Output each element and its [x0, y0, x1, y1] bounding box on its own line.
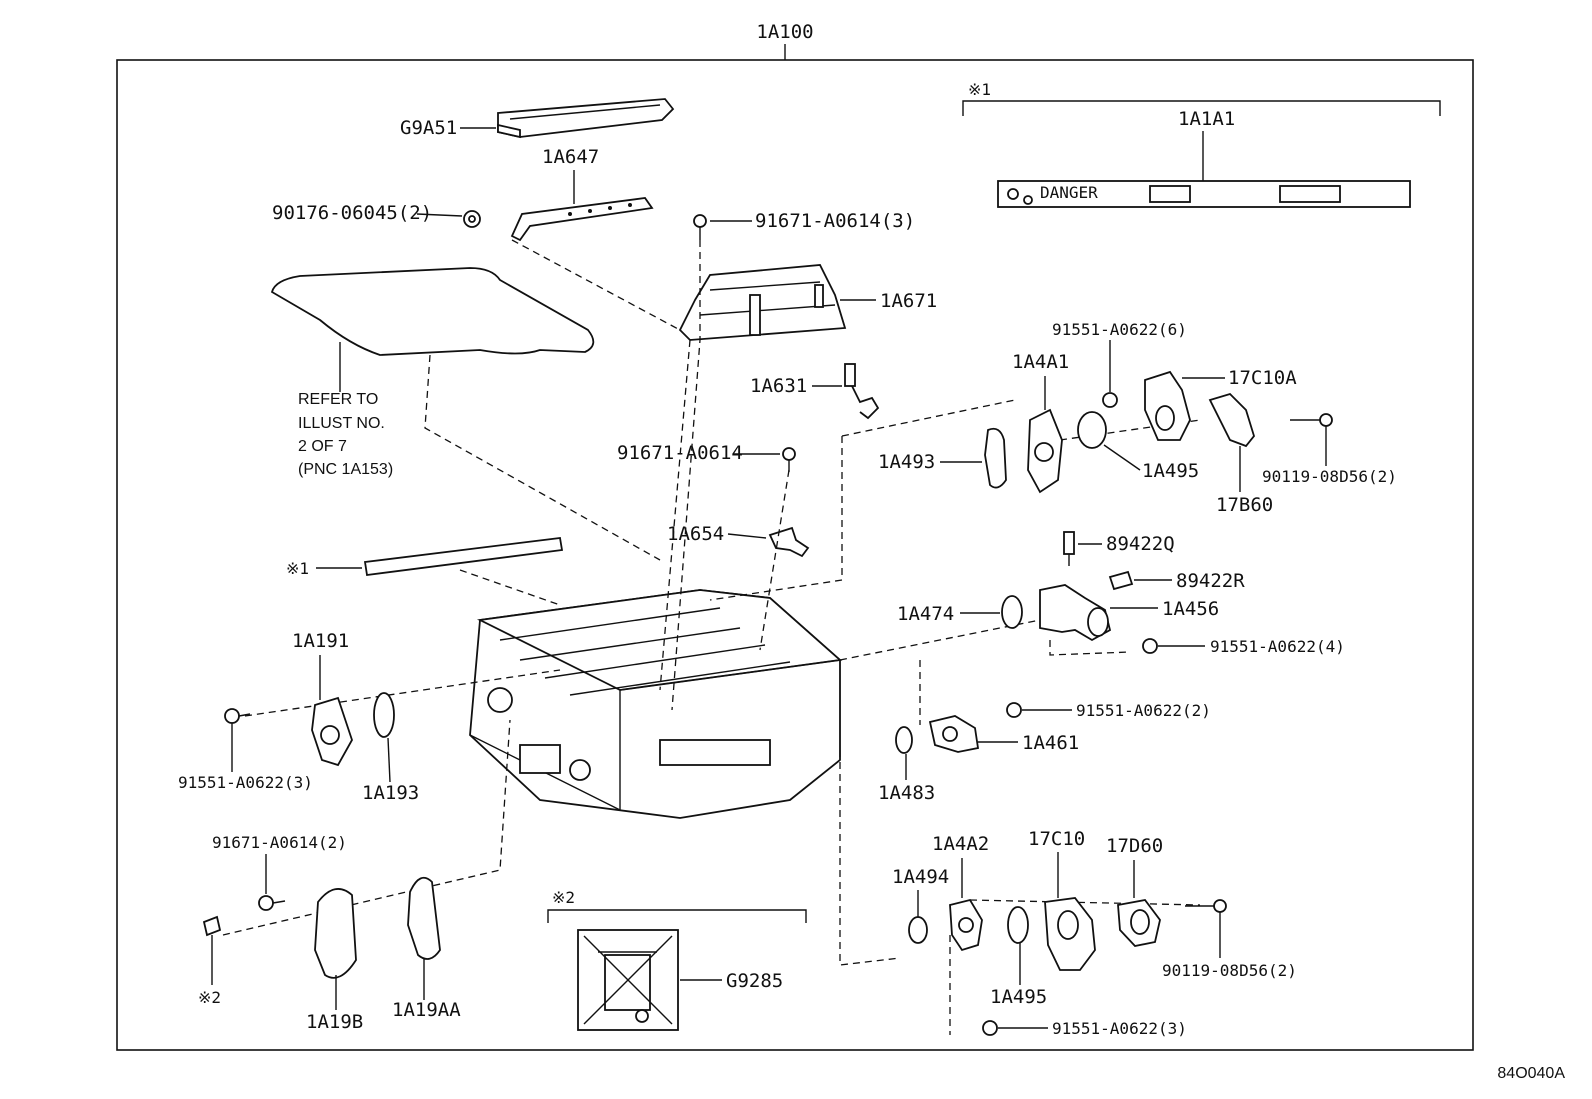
1a19aa-label[interactable]: 1A19AA: [392, 999, 461, 1021]
17c10a-thermostat-part: [1144, 370, 1191, 441]
1a631-label[interactable]: 1A631: [750, 375, 807, 397]
17c10-label[interactable]: 17C10: [1028, 828, 1085, 850]
1a193-label[interactable]: 1A193: [362, 782, 419, 804]
1a456-label[interactable]: 1A456: [1162, 598, 1219, 620]
g9a51-cover-part: [497, 98, 675, 139]
1a461-pipe-part: [928, 715, 980, 753]
1a495-top-oring-part: [1077, 411, 1107, 449]
91551-bolt-3-bottom-label[interactable]: 91551-A0622(3): [1052, 1019, 1187, 1038]
1a493-label[interactable]: 1A493: [878, 451, 935, 473]
91671-bolt-mid-part: [782, 447, 796, 472]
91671-bolt-bottom-part: [258, 895, 286, 911]
17d60-label[interactable]: 17D60: [1106, 835, 1163, 857]
91671-bolt-3-label[interactable]: 91671-A0614(3): [755, 210, 915, 232]
17c10a-label[interactable]: 17C10A: [1228, 367, 1297, 389]
1a494-label[interactable]: 1A494: [892, 866, 949, 888]
90119-bolt-bottom-label[interactable]: 90119-08D56(2): [1162, 961, 1297, 980]
91671-bolt-2-label[interactable]: 91671-A0614(2): [212, 833, 347, 852]
89422q-label[interactable]: 89422Q: [1106, 533, 1175, 555]
1a191-label[interactable]: 1A191: [292, 630, 349, 652]
1a647-label[interactable]: 1A647: [542, 146, 599, 168]
90119-bolt-top-part: [1290, 413, 1333, 427]
1a4a1-label[interactable]: 1A4A1: [1012, 351, 1069, 373]
mark1-top-label[interactable]: ※1: [968, 80, 991, 99]
89422r-clip-part: [1108, 570, 1134, 591]
91551-bolt-3-bottom-part: [982, 1020, 998, 1036]
mark2-left-label[interactable]: ※2: [198, 988, 221, 1007]
1a494-oring-part: [908, 916, 928, 944]
refer-note-line1: REFER TO: [298, 391, 378, 408]
1a19aa-gasket-part: [407, 876, 441, 960]
1a191-cover-part: [311, 696, 353, 767]
refer-note-line3: 2 OF 7: [298, 438, 347, 455]
91551-bolt-2-label[interactable]: 91551-A0622(2): [1076, 701, 1211, 720]
1a1a1-label[interactable]: 1A1A1: [1178, 108, 1235, 130]
1a631-sensor-part: [844, 363, 880, 420]
1a4a2-housing-part: [949, 898, 983, 952]
1a671-label[interactable]: 1A671: [880, 290, 937, 312]
1a495-bottom-label[interactable]: 1A495: [990, 986, 1047, 1008]
assembly-number-label[interactable]: 1A100: [756, 21, 813, 43]
17b60-label[interactable]: 17B60: [1216, 494, 1273, 516]
91551-bolt-2-part: [1006, 702, 1022, 718]
assembly-frame: [116, 59, 1474, 1051]
1a1a1-caution-label-part: DANGER: [997, 180, 1411, 208]
91551-bolt-3-left-label[interactable]: 91551-A0622(3): [178, 773, 313, 792]
17b60-elbow-part: [1208, 392, 1256, 448]
caution-label-text: DANGER: [1040, 183, 1098, 202]
91551-bolt-4-label[interactable]: 91551-A0622(4): [1210, 637, 1345, 656]
1a654-clip-part: [768, 526, 810, 558]
91671-bolt-top-part: [693, 214, 707, 240]
strip-label-part: [363, 537, 564, 577]
1a483-oring-part: [895, 726, 913, 754]
g9285-label[interactable]: G9285: [726, 970, 783, 992]
1a483-label[interactable]: 1A483: [878, 782, 935, 804]
seal-gasket-part: [270, 267, 595, 356]
refer-note-line2: ILLUST NO.: [298, 415, 385, 432]
1a493-gasket-part: [984, 427, 1007, 489]
1a647-bracket-part: [510, 197, 654, 242]
g9285-disposal-label-part: [577, 929, 679, 1031]
89422q-sensor-part: [1063, 531, 1075, 566]
89422r-label[interactable]: 89422R: [1176, 570, 1245, 592]
91551-bolt-6-part: [1102, 392, 1118, 408]
1a474-label[interactable]: 1A474: [897, 603, 954, 625]
refer-note-line4: (PNC 1A153): [298, 461, 393, 478]
90176-bolt-label[interactable]: 90176-06045(2): [272, 202, 432, 224]
1a4a2-label[interactable]: 1A4A2: [932, 833, 989, 855]
17c10-thermostat-part: [1044, 897, 1096, 971]
90119-bolt-top-label[interactable]: 90119-08D56(2): [1262, 467, 1397, 486]
1a495-top-label[interactable]: 1A495: [1142, 460, 1199, 482]
90176-bolt-part: [463, 210, 481, 228]
1a19b-plate-part: [314, 888, 357, 979]
1a671-frame-part: [678, 264, 847, 341]
inverter-case-body-part: [469, 589, 843, 819]
1a474-oring-part: [1001, 595, 1023, 629]
91551-bolt-4-part: [1142, 638, 1158, 654]
mark2-label-tag-part: [202, 915, 222, 937]
90119-bolt-bottom-part: [1185, 899, 1227, 913]
1a4a1-housing-part: [1027, 408, 1063, 494]
mark1-left-label[interactable]: ※1: [286, 559, 309, 578]
1a654-label[interactable]: 1A654: [667, 523, 724, 545]
1a461-label[interactable]: 1A461: [1022, 732, 1079, 754]
17d60-elbow-part: [1117, 899, 1161, 947]
1a456-outlet-part: [1039, 584, 1112, 642]
1a19b-label[interactable]: 1A19B: [306, 1011, 363, 1033]
mark2-box-label[interactable]: ※2: [552, 888, 575, 907]
91551-bolt-6-label[interactable]: 91551-A0622(6): [1052, 320, 1187, 339]
1a193-oring-part: [373, 692, 395, 738]
g9a51-label[interactable]: G9A51: [400, 117, 457, 139]
1a495-bottom-oring-part: [1007, 906, 1029, 944]
illustration-code: 84O040A: [1497, 1065, 1565, 1082]
